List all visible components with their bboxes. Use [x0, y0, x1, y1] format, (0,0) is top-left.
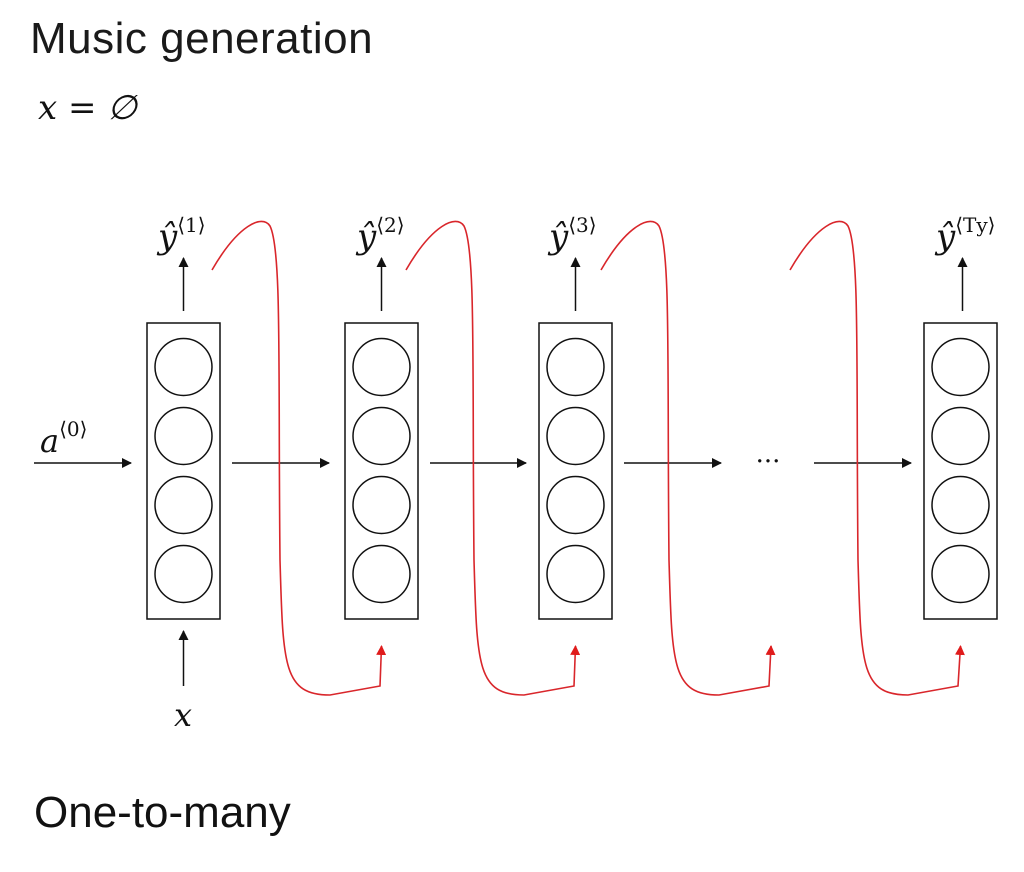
hidden-unit: [931, 475, 990, 535]
output-label-1: ŷ⟨1⟩: [156, 213, 206, 257]
feedback-curve-2: [405, 220, 581, 696]
architecture-type-label: One-to-many: [34, 788, 291, 837]
feedback-curve-1: [211, 220, 387, 696]
hidden-unit: [352, 337, 411, 397]
hidden-unit: [352, 475, 411, 535]
hidden-unit: [931, 544, 990, 604]
input-definition: x = ∅: [38, 88, 137, 128]
hidden-unit: [154, 475, 213, 535]
output-label-3: ŷ⟨3⟩: [547, 213, 597, 257]
hidden-unit: [546, 337, 605, 397]
output-label-2: ŷ⟨2⟩: [355, 213, 405, 257]
hidden-unit: [154, 544, 213, 604]
rnn-cell-last: [923, 322, 998, 620]
hidden-unit: [546, 406, 605, 466]
hidden-unit: [546, 475, 605, 535]
output-label-last: ŷ⟨Ty⟩: [934, 213, 995, 257]
hidden-unit: [154, 337, 213, 397]
ellipsis: ···: [756, 447, 781, 477]
rnn-cell-1: [146, 322, 221, 620]
feedback-curve-3: [600, 220, 776, 696]
hidden-unit: [931, 406, 990, 466]
slide-title: Music generation: [30, 14, 374, 63]
hidden-unit: [546, 544, 605, 604]
hidden-unit: [352, 406, 411, 466]
input-label: x: [174, 696, 192, 734]
initial-activation-label: a⟨0⟩: [40, 417, 87, 460]
rnn-cell-3: [538, 322, 613, 620]
feedback-curve-4: [789, 220, 965, 696]
hidden-unit: [352, 544, 411, 604]
hidden-unit: [154, 406, 213, 466]
rnn-cell-2: [344, 322, 419, 620]
hidden-unit: [931, 337, 990, 397]
